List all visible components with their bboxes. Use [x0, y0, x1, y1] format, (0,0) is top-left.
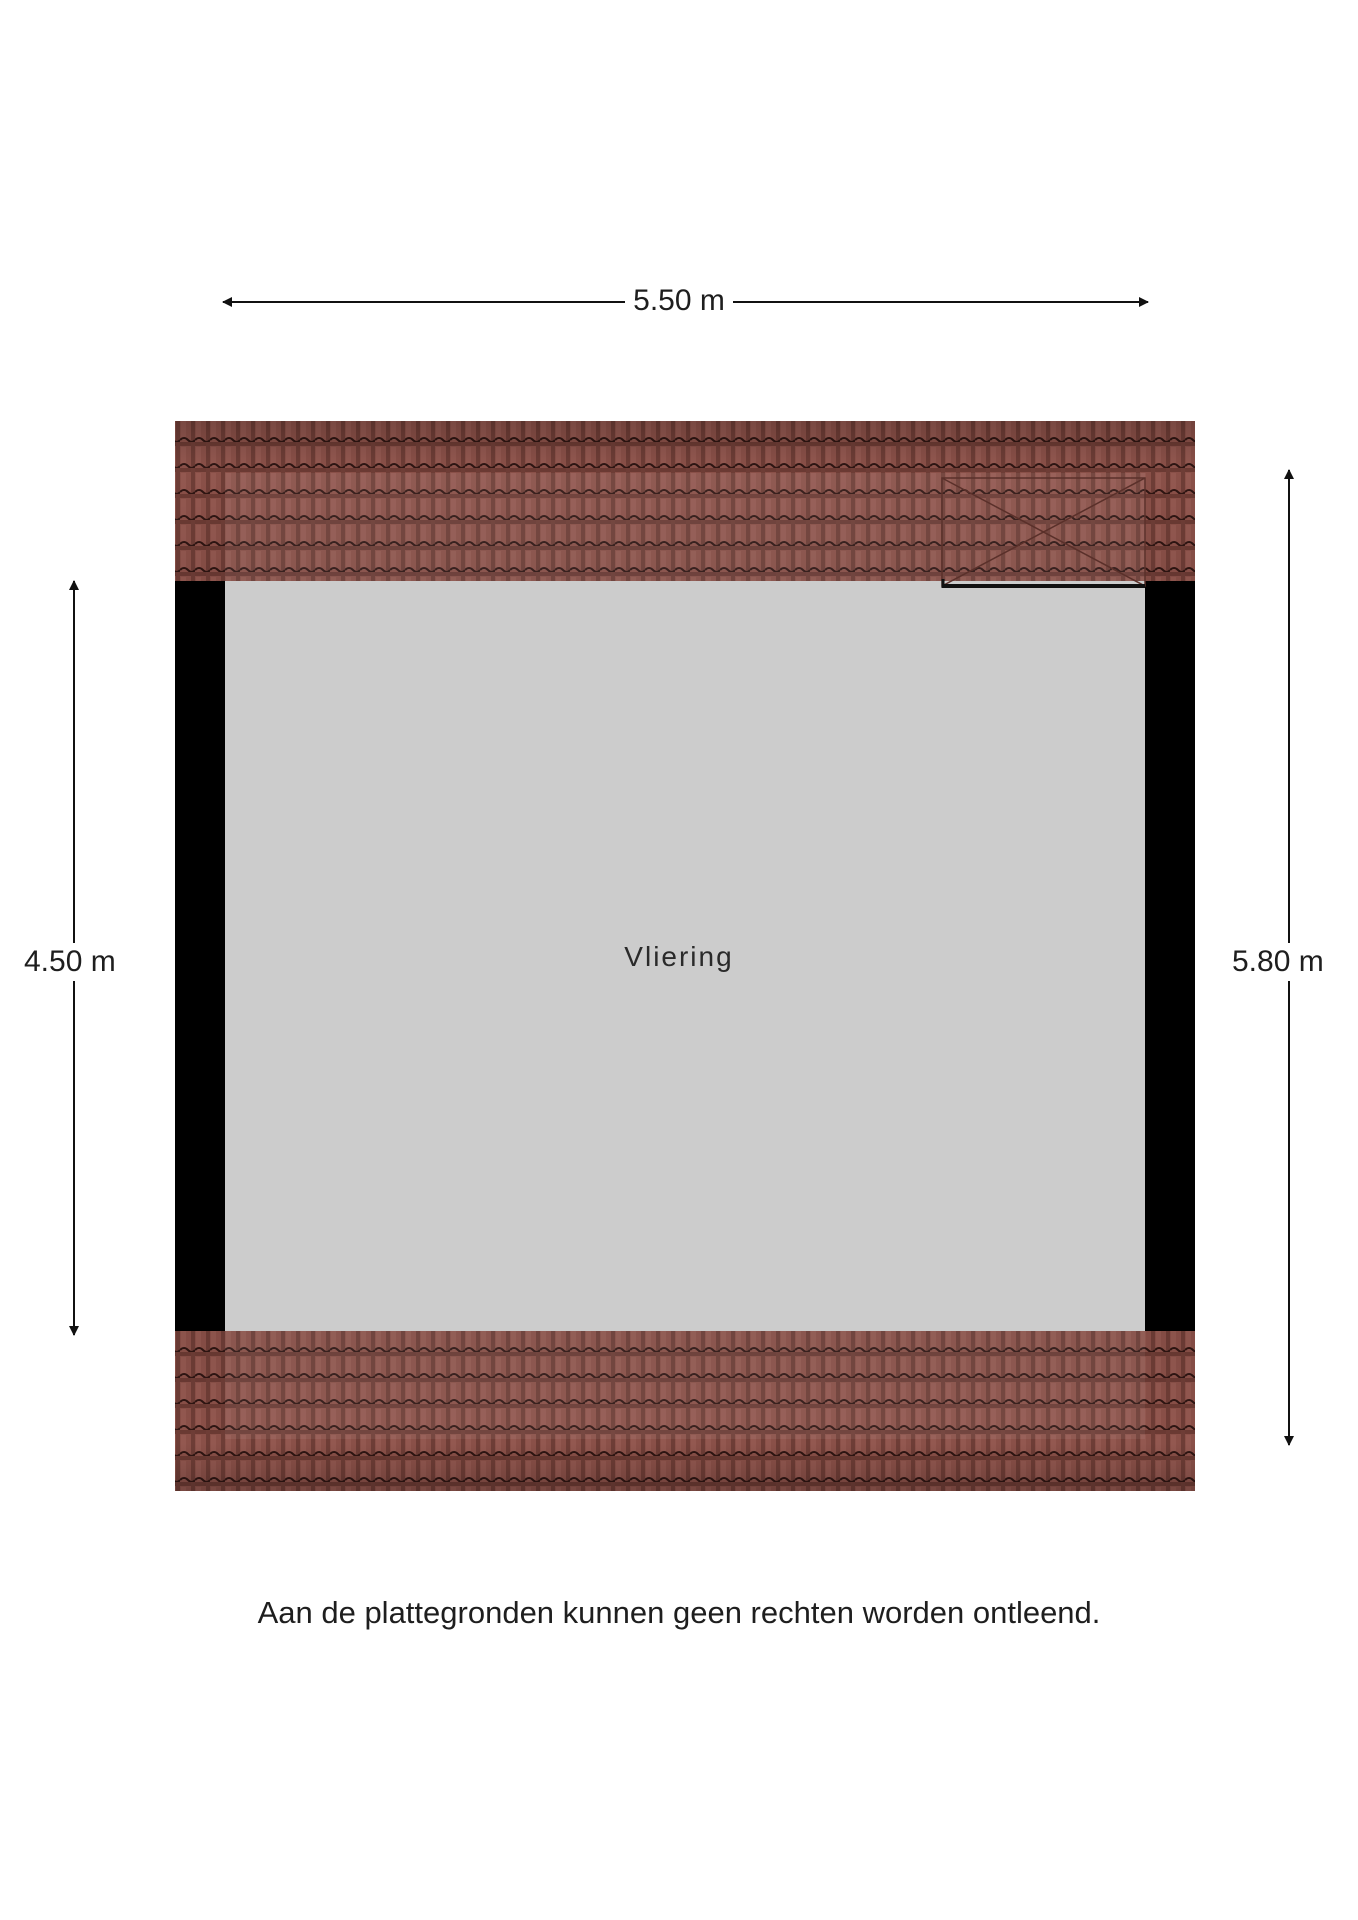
- wall-right: [1145, 581, 1195, 1331]
- room-label: Vliering: [624, 941, 734, 972]
- roof-bottom-inner-band: [225, 1331, 1145, 1439]
- dimension-label-inner-depth: 4.50 m: [24, 943, 116, 981]
- disclaimer-text: Aan de plattegronden kunnen geen rechten…: [257, 1595, 1101, 1630]
- roof-hatch: [941, 477, 1146, 588]
- dimension-label-outer-depth: 5.80 m: [1232, 943, 1324, 981]
- dimension-label-width: 5.50 m: [0, 284, 1358, 317]
- roof-bottom-shade: [175, 1331, 1195, 1491]
- attic-floor: [225, 581, 1145, 1331]
- roof-top-inner-band: [225, 473, 1145, 581]
- wall-left: [175, 581, 225, 1331]
- roof-top-shade: [175, 421, 1195, 581]
- dimension-label-width-text: 5.50 m: [625, 284, 733, 317]
